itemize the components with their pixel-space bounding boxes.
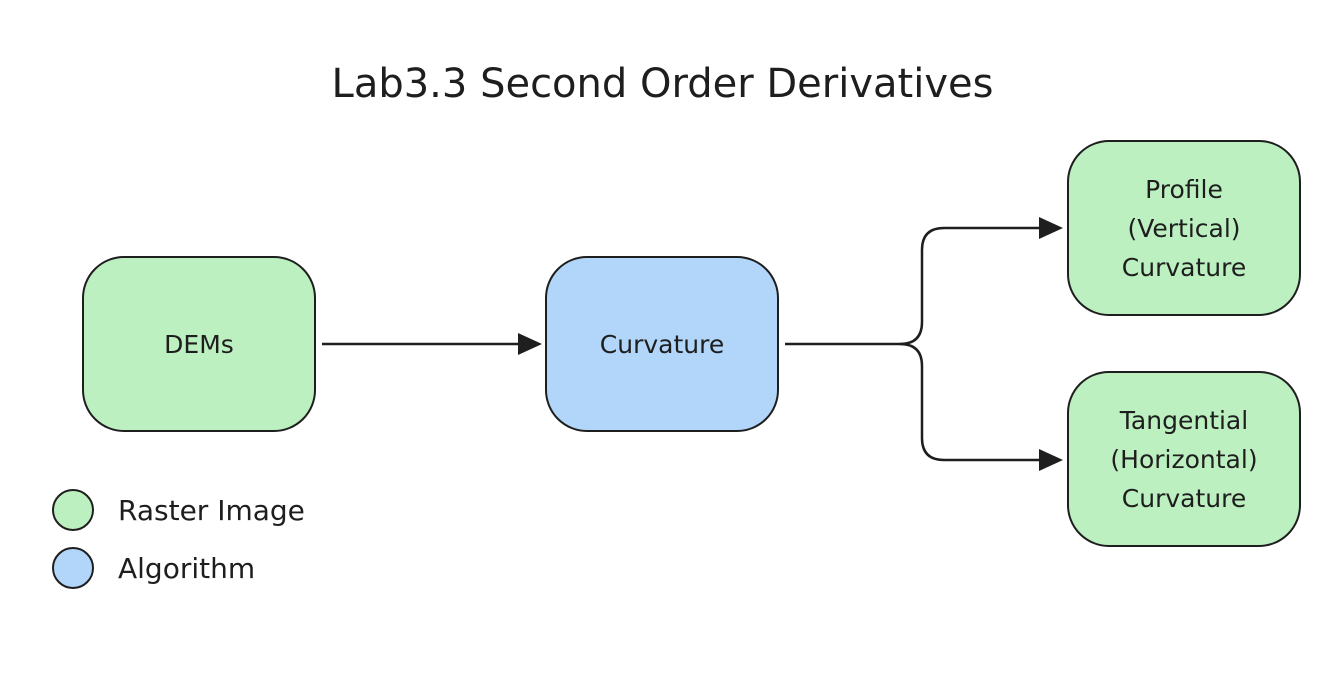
legend-swatch-raster <box>52 489 94 531</box>
node-curvature-label: Curvature <box>599 329 725 359</box>
legend-item-raster: Raster Image <box>52 487 305 533</box>
legend-label-algorithm: Algorithm <box>118 551 256 585</box>
arrowhead-dems-to-curvature <box>518 333 542 355</box>
edge-curvature-to-profile <box>785 226 1040 346</box>
legend-item-algorithm: Algorithm <box>52 545 255 591</box>
arrowhead-curvature-to-profile <box>1039 217 1063 239</box>
node-dems[interactable]: DEMs <box>82 256 316 432</box>
edge-curvature-to-tangential <box>899 342 1040 462</box>
node-curvature[interactable]: Curvature <box>545 256 779 432</box>
node-profile-curvature-label: Profile (Vertical) Curvature <box>1121 174 1247 282</box>
node-profile-curvature[interactable]: Profile (Vertical) Curvature <box>1067 140 1301 316</box>
node-dems-label: DEMs <box>164 329 234 359</box>
node-tangential-curvature-label: Tangential (Horizontal) Curvature <box>1110 405 1258 513</box>
node-tangential-curvature[interactable]: Tangential (Horizontal) Curvature <box>1067 371 1301 547</box>
arrowhead-curvature-to-tangential <box>1039 449 1063 471</box>
legend-label-raster: Raster Image <box>118 493 305 527</box>
diagram-title: Lab3.3 Second Order Derivatives <box>331 61 994 107</box>
legend-swatch-algorithm <box>52 547 94 589</box>
